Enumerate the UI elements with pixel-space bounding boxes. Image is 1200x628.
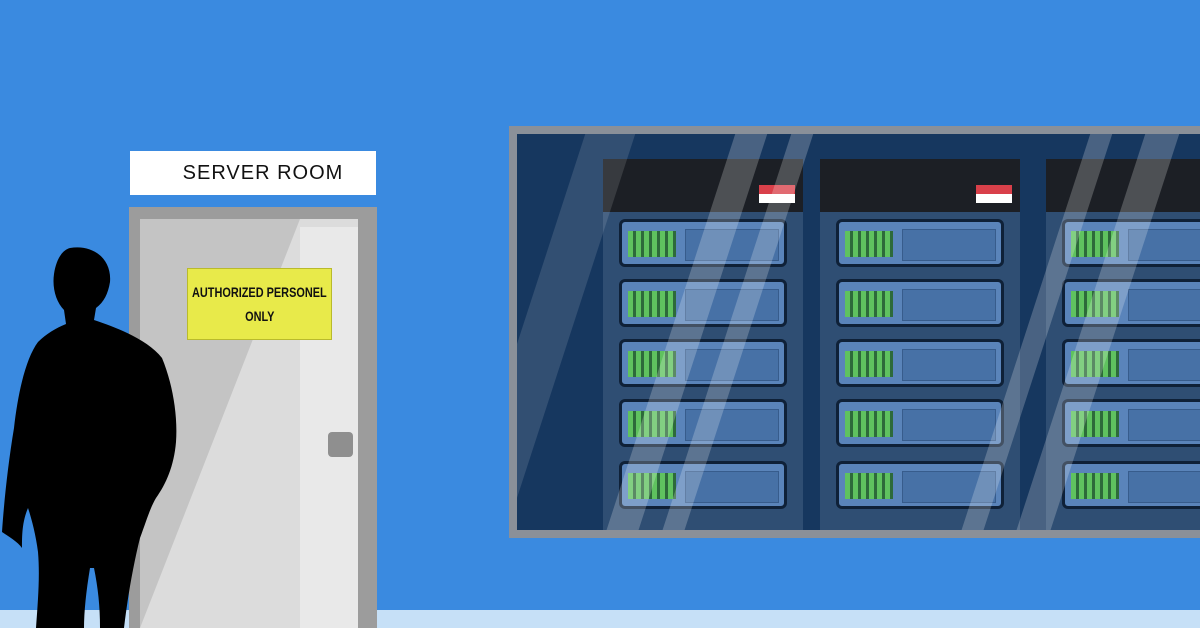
- server-panel: [902, 471, 996, 503]
- rack-status-flag: [759, 185, 795, 203]
- status-leds: [1071, 473, 1119, 499]
- server-unit: [1062, 399, 1200, 447]
- server-panel: [685, 229, 779, 261]
- status-leds: [1071, 411, 1119, 437]
- authorized-personnel-sign: AUTHORIZED PERSONEL ONLY: [187, 268, 332, 340]
- person-silhouette-icon: [2, 247, 177, 628]
- server-unit: [619, 219, 787, 267]
- server-unit: [1062, 339, 1200, 387]
- status-leds: [628, 411, 676, 437]
- status-leds: [628, 231, 676, 257]
- status-leds: [845, 351, 893, 377]
- server-unit: [836, 219, 1004, 267]
- server-panel: [1128, 289, 1200, 321]
- server-unit: [619, 339, 787, 387]
- server-rack-1-icon: [603, 159, 803, 530]
- status-leds: [845, 473, 893, 499]
- status-leds: [845, 411, 893, 437]
- server-unit: [619, 399, 787, 447]
- server-unit: [1062, 219, 1200, 267]
- status-leds: [845, 231, 893, 257]
- server-rack-2-icon: [820, 159, 1020, 530]
- server-unit: [836, 279, 1004, 327]
- window-glass: [517, 134, 1200, 530]
- server-panel: [1128, 349, 1200, 381]
- warning-sign-line2: ONLY: [244, 308, 275, 324]
- server-room-sign-text: SERVER ROOM: [182, 161, 344, 184]
- status-leds: [1071, 291, 1119, 317]
- server-panel: [902, 289, 996, 321]
- rack-status-flag: [976, 185, 1012, 203]
- server-room-window: [509, 126, 1200, 538]
- server-panel: [902, 229, 996, 261]
- server-panel: [1128, 229, 1200, 261]
- server-unit: [836, 399, 1004, 447]
- status-leds: [1071, 231, 1119, 257]
- door-handle-icon[interactable]: [328, 432, 353, 457]
- server-panel: [902, 349, 996, 381]
- server-panel: [1128, 471, 1200, 503]
- server-unit: [836, 339, 1004, 387]
- server-panel: [685, 289, 779, 321]
- server-unit: [836, 461, 1004, 509]
- server-panel: [685, 349, 779, 381]
- server-unit: [1062, 461, 1200, 509]
- server-unit: [1062, 279, 1200, 327]
- server-panel: [902, 409, 996, 441]
- server-rack-3-icon: [1046, 159, 1200, 530]
- server-unit: [619, 279, 787, 327]
- server-unit: [619, 461, 787, 509]
- status-leds: [845, 291, 893, 317]
- status-leds: [1071, 351, 1119, 377]
- server-room-sign: SERVER ROOM: [130, 151, 376, 195]
- warning-sign-line1: AUTHORIZED PERSONEL: [192, 284, 327, 300]
- server-panel: [685, 409, 779, 441]
- status-leds: [628, 351, 676, 377]
- rack-top: [1046, 159, 1200, 212]
- server-panel: [685, 471, 779, 503]
- status-leds: [628, 473, 676, 499]
- status-leds: [628, 291, 676, 317]
- server-panel: [1128, 409, 1200, 441]
